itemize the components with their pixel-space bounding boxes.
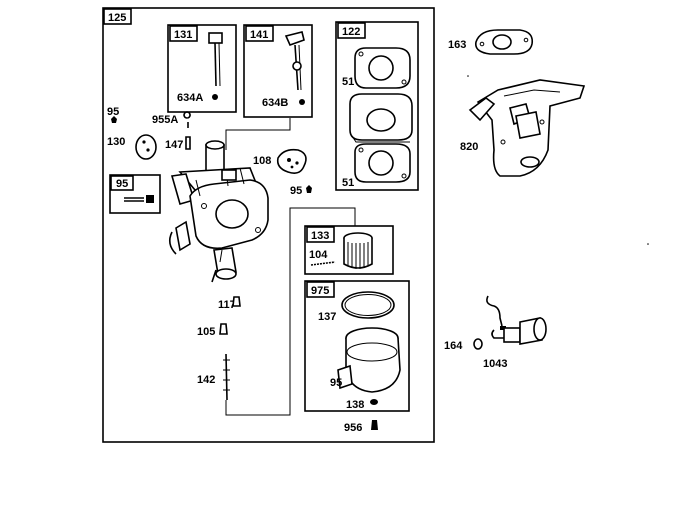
part-51-lower-label: 51 [342,177,354,189]
gasket-lower-part [354,143,411,183]
gasket-108-part [276,148,307,174]
part-108-label: 108 [253,155,271,167]
leader-line [225,207,356,416]
washer-part [135,134,157,160]
assembly-95-label: 95 [116,178,128,190]
part-820-label: 820 [460,141,478,153]
assembly-141-label: 141 [250,29,268,41]
assembly-133-label: 133 [311,230,329,242]
air-cleaner-base-part [337,327,401,393]
assembly-125-label: 125 [108,12,126,24]
part-95-label: 95 [107,106,119,118]
filter-element-part [343,232,373,269]
part-117-label: 117 [218,299,236,311]
part-138-label: 138 [346,399,364,411]
gasket-163-part [474,29,534,55]
part-104-label: 104 [309,249,328,261]
part-1043-label: 1043 [483,358,507,370]
choke-shaft-part [284,31,305,91]
part-142-label: 142 [197,374,215,386]
speck [647,243,649,245]
part-634b-label: 634B [262,97,288,109]
screw-icon [183,111,191,128]
part-956-label: 956 [344,422,362,434]
assembly-122-label: 122 [342,26,360,38]
part-147-label: 147 [165,139,183,151]
screw-icon [111,116,117,123]
gasket-upper-part [354,47,411,89]
screw-icon [306,185,312,193]
part-164-label: 164 [444,340,463,352]
carburetor-body [168,140,269,283]
assembly-133-box: 133 104 [304,225,394,275]
spring-icon [219,323,228,335]
part-634a-label: 634A [177,92,203,104]
part-95b-label: 95 [290,185,302,197]
part-51-upper-label: 51 [342,76,354,88]
assembly-122-box: 122 51 51 [335,21,419,191]
part-130-label: 130 [107,136,125,148]
leader-line [225,118,291,150]
part-95c-label: 95 [330,377,342,389]
part-105-label: 105 [197,326,215,338]
assembly-95-box: 95 [109,174,161,214]
washer-icon [473,338,483,350]
assembly-975-box: 975 137 95 138 [304,280,410,412]
part-163-label: 163 [448,39,466,51]
nut-icon [370,399,378,405]
part-137-label: 137 [318,311,336,323]
bracket-820-part [468,79,586,177]
speck [467,75,469,77]
spacer-part [349,93,413,143]
throttle-shaft-part [208,32,223,87]
assembly-141-box: 141 634B [243,24,313,118]
assembly-131-box: 131 634A [167,24,237,113]
assembly-125-frame: 125 [102,7,435,443]
screw-icon [299,99,305,105]
solenoid-1043-part [486,295,547,345]
screw-icon [212,94,218,100]
assembly-975-label: 975 [311,285,329,297]
stud-part [223,353,230,401]
nut-icon [371,420,378,430]
part-955a-label: 955A [152,114,178,126]
pin-icon [185,136,191,150]
spring-icon [232,296,241,307]
assembly-131-label: 131 [174,29,192,41]
